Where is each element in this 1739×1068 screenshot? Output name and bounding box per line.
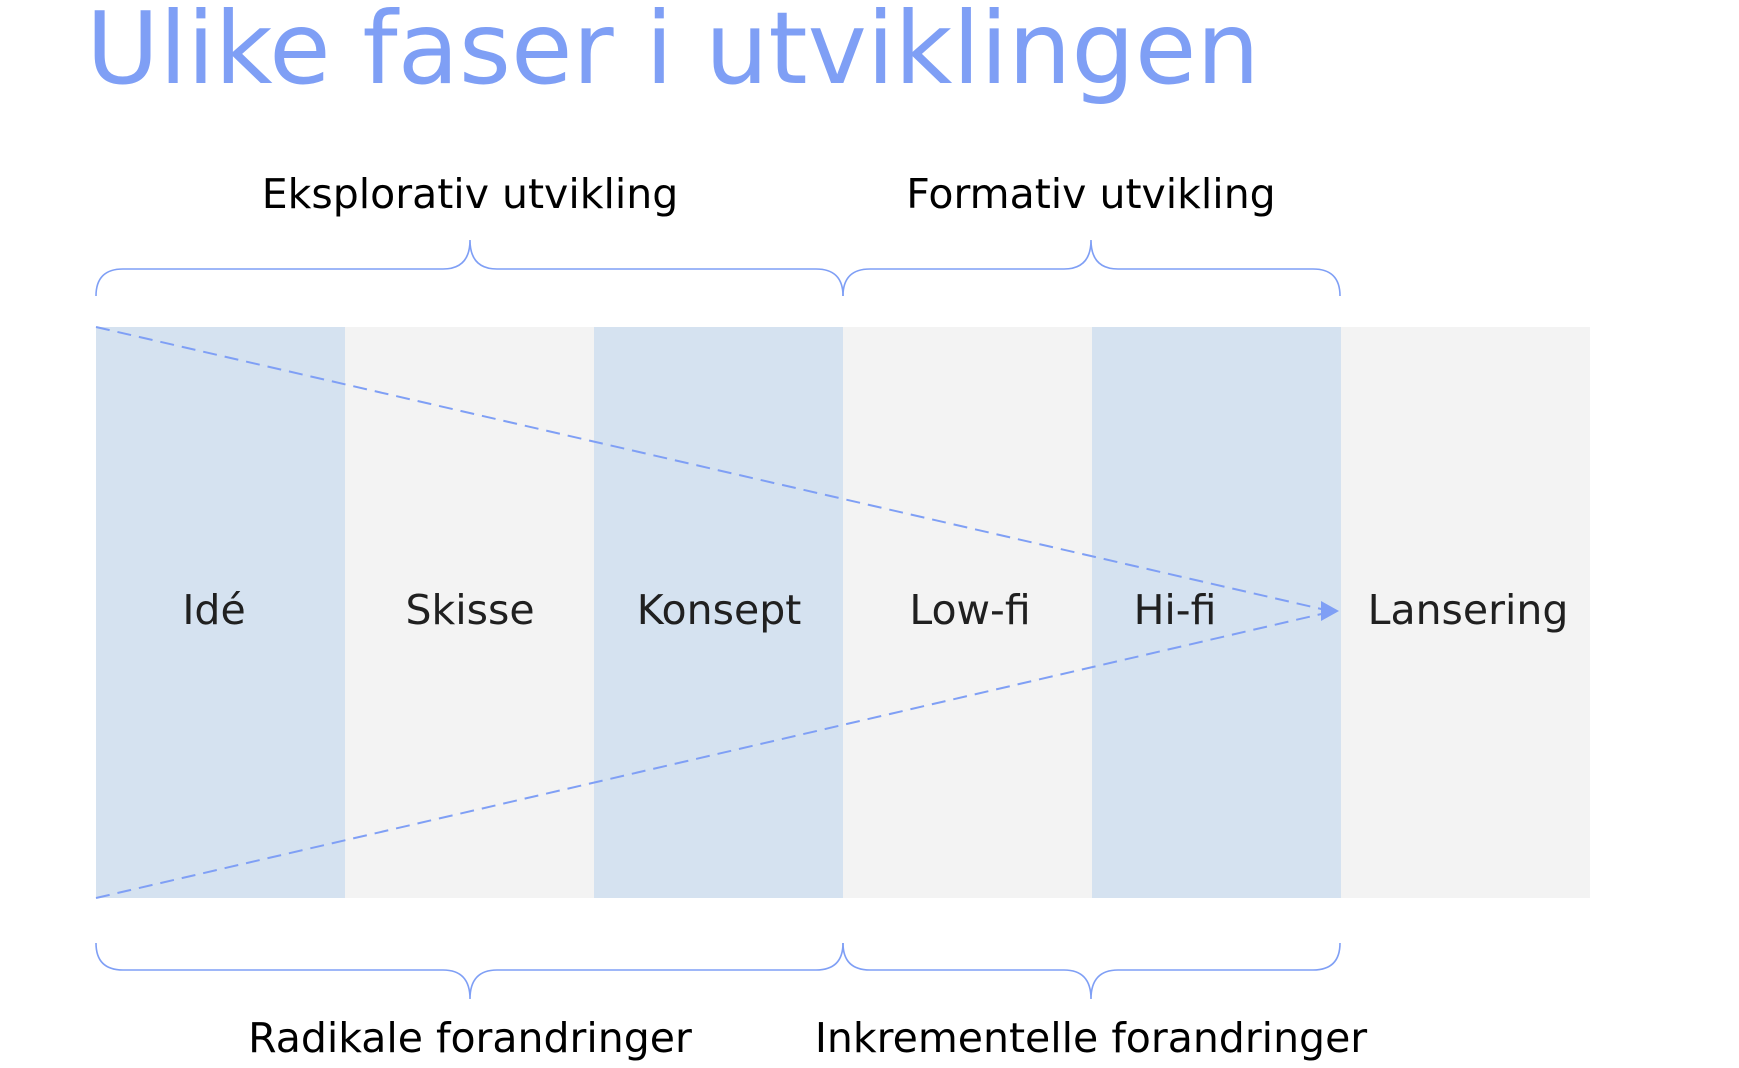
group-label-formative: Formativ utvikling <box>906 170 1276 218</box>
phase-label-ide: Idé <box>182 586 246 634</box>
group-label-incremental: Inkrementelle forandringer <box>814 1014 1368 1062</box>
phase-column-hi-fi <box>1092 327 1341 898</box>
phase-label-lansering: Lansering <box>1367 586 1569 634</box>
top-brace-exploratory <box>95 239 844 297</box>
slide-title: Ulike faser i utviklingen <box>86 0 1260 107</box>
group-label-radical: Radikale forandringer <box>248 1014 692 1062</box>
phase-label-skisse: Skisse <box>405 586 535 634</box>
phase-label-hi-fi: Hi-fi <box>1133 586 1217 634</box>
bottom-brace-incremental <box>842 942 1341 1000</box>
phase-column-lansering <box>1341 327 1590 898</box>
group-label-exploratory: Eksplorativ utvikling <box>261 170 679 218</box>
phase-label-low-fi: Low-fi <box>909 586 1031 634</box>
bottom-brace-radical <box>95 942 844 1000</box>
phase-label-konsept: Konsept <box>636 586 802 634</box>
top-brace-formative <box>842 239 1341 297</box>
